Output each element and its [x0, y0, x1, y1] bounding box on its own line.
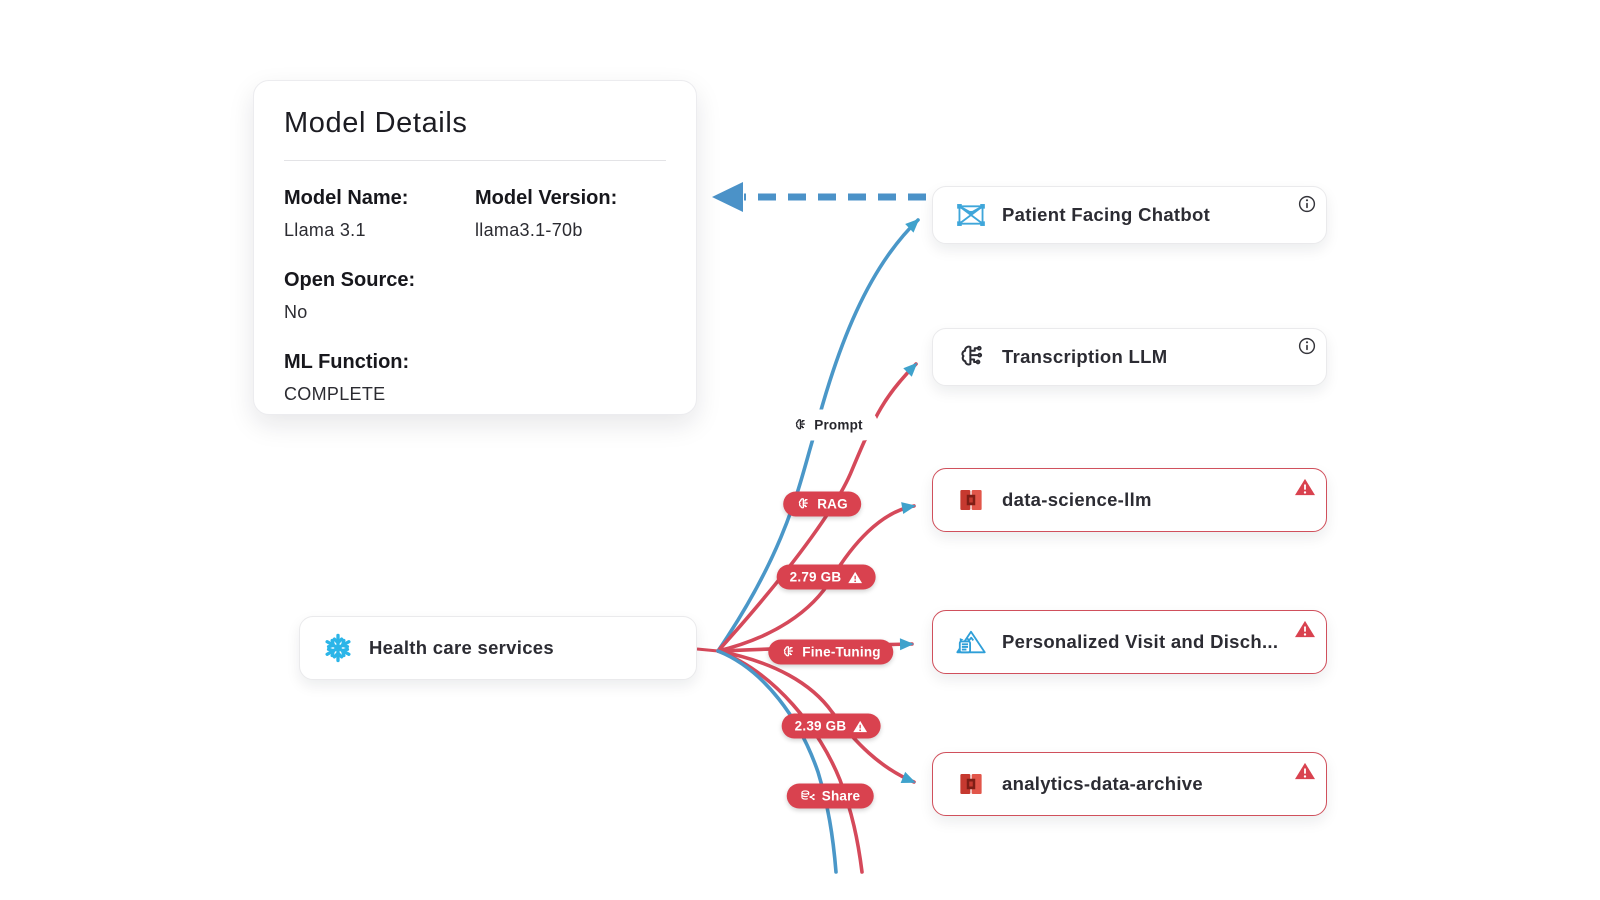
node-personalized-visit[interactable]: Personalized Visit and Disch...: [932, 610, 1327, 674]
brain-circuit-icon: [955, 341, 987, 373]
field-model-version: Model Version: llama3.1-70b: [475, 187, 618, 240]
brain-circuit-icon: [793, 418, 808, 433]
edge-offscreen-red: [716, 649, 864, 874]
node-health-care-services[interactable]: Health care services: [299, 616, 697, 680]
info-icon[interactable]: [1298, 337, 1316, 355]
edge-label-text: 2.79 GB: [789, 569, 842, 585]
edge-label-share[interactable]: Share: [786, 783, 874, 809]
node-label: Patient Facing Chatbot: [1002, 204, 1211, 225]
edge-label-279gb[interactable]: 2.79 GB: [776, 564, 876, 590]
edge-label-text: Prompt: [814, 417, 863, 433]
warning-icon: [847, 570, 862, 584]
dashed-arrowhead-icon: [712, 182, 743, 212]
divider: [284, 160, 666, 161]
edge-label-text: Fine-Tuning: [802, 644, 881, 660]
redshift-icon: [955, 484, 987, 516]
edge-label-239gb[interactable]: 2.39 GB: [781, 713, 881, 739]
node-data-science-llm[interactable]: data-science-llm: [932, 468, 1327, 532]
edge-offscreen-blue: [716, 649, 838, 874]
brain-circuit-icon: [796, 497, 811, 512]
edge-label-text: Share: [821, 788, 861, 804]
node-transcription-llm[interactable]: Transcription LLM: [932, 328, 1327, 386]
model-details-fields: Model Name: Llama 3.1 Model Version: lla…: [284, 187, 666, 405]
model-details-panel: Model Details Model Name: Llama 3.1 Mode…: [253, 80, 697, 415]
node-label: analytics-data-archive: [1002, 773, 1203, 794]
network-icon: [955, 199, 987, 231]
warning-icon: [1294, 761, 1316, 781]
warning-icon: [1294, 477, 1316, 497]
edge-transcription-llm: [716, 362, 918, 653]
info-icon[interactable]: [1298, 195, 1316, 213]
edge-label-fine-tuning[interactable]: Fine-Tuning: [768, 639, 894, 665]
field-model-name: Model Name: Llama 3.1: [284, 187, 409, 240]
edge-analytics-archive: [716, 649, 916, 784]
node-label: data-science-llm: [1002, 489, 1152, 510]
edge-label-text: RAG: [817, 496, 848, 512]
node-label: Personalized Visit and Disch...: [1002, 631, 1279, 652]
edge-label-rag[interactable]: RAG: [783, 491, 861, 517]
brain-circuit-icon: [781, 645, 796, 660]
field-ml-function: ML Function: COMPLETE: [284, 351, 410, 404]
db-share-icon: [800, 789, 816, 804]
edge-label-prompt[interactable]: Prompt: [780, 412, 876, 438]
panel-title: Model Details: [284, 107, 468, 139]
edge-label-text: 2.39 GB: [794, 718, 847, 734]
node-analytics-data-archive[interactable]: analytics-data-archive: [932, 752, 1327, 816]
mountain-doc-icon: [955, 626, 987, 658]
redshift-icon: [955, 768, 987, 800]
edge-hub-stub: [696, 647, 719, 653]
warning-icon: [852, 719, 867, 733]
node-label: Transcription LLM: [1002, 346, 1168, 367]
field-open-source: Open Source: No: [284, 269, 416, 322]
snowflake-icon: [322, 632, 354, 664]
warning-icon: [1294, 619, 1316, 639]
node-label: Health care services: [369, 637, 554, 658]
node-patient-facing-chatbot[interactable]: Patient Facing Chatbot: [932, 186, 1327, 244]
